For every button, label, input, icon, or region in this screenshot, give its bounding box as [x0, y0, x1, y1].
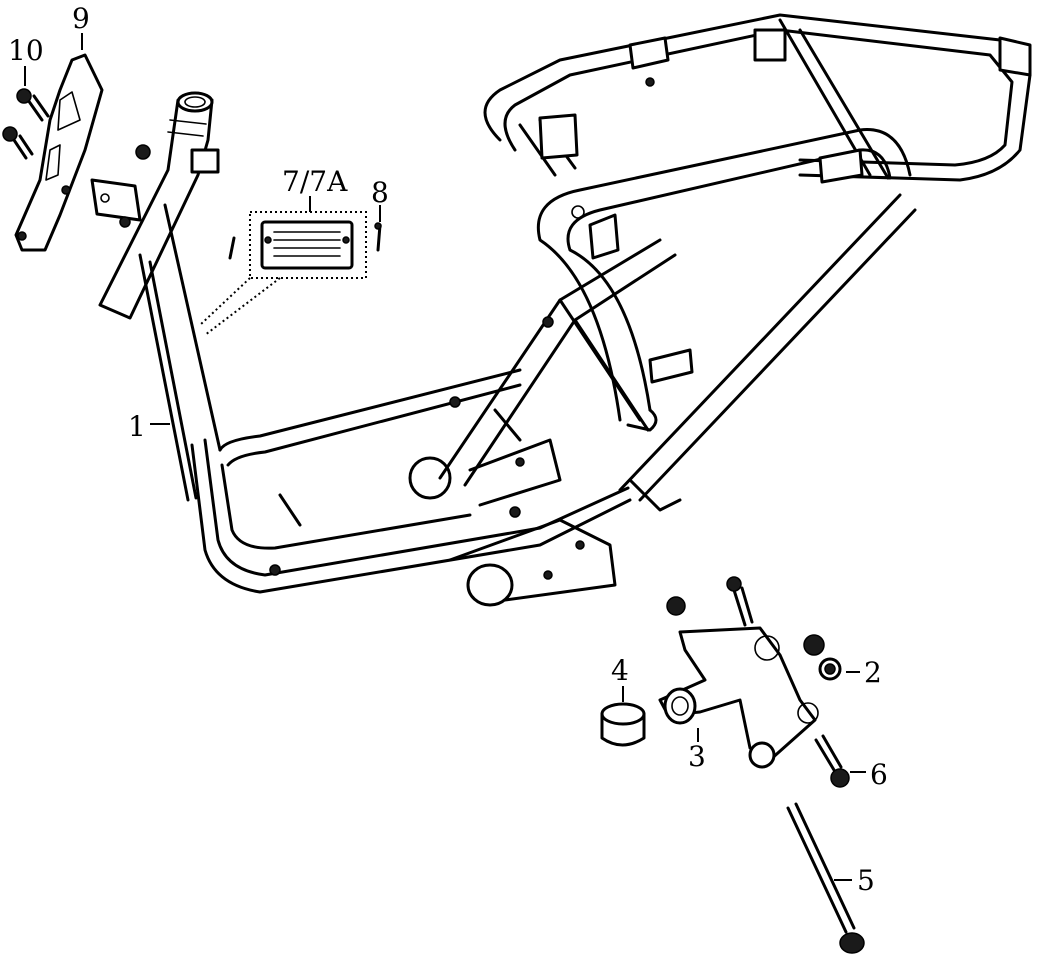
short-bolt	[814, 734, 850, 788]
bushing	[600, 702, 646, 747]
long-bolt	[786, 802, 865, 954]
callout-4: 4	[611, 654, 629, 687]
callout-1: 1	[128, 410, 146, 443]
leader-lines	[24, 33, 866, 881]
callout-9: 9	[72, 2, 90, 35]
bracket-bolts	[2, 88, 50, 160]
rivet-pair	[228, 222, 382, 260]
callout-7-7a: 7/7A	[282, 165, 348, 198]
callout-2: 2	[864, 656, 882, 689]
callout-8: 8	[371, 176, 389, 209]
callout-6: 6	[870, 758, 888, 791]
nut-pair	[666, 596, 842, 681]
id-plate-detail	[199, 211, 367, 336]
callout-5: 5	[857, 864, 875, 897]
main-frame	[90, 13, 1032, 607]
engine-hanger-link	[658, 576, 819, 769]
callout-3: 3	[688, 740, 706, 773]
front-bracket-plate	[14, 53, 104, 252]
callout-10: 10	[8, 34, 44, 67]
callout-labels: 1 2 3 4 5 6 7/7A 8 9 10	[8, 2, 888, 897]
